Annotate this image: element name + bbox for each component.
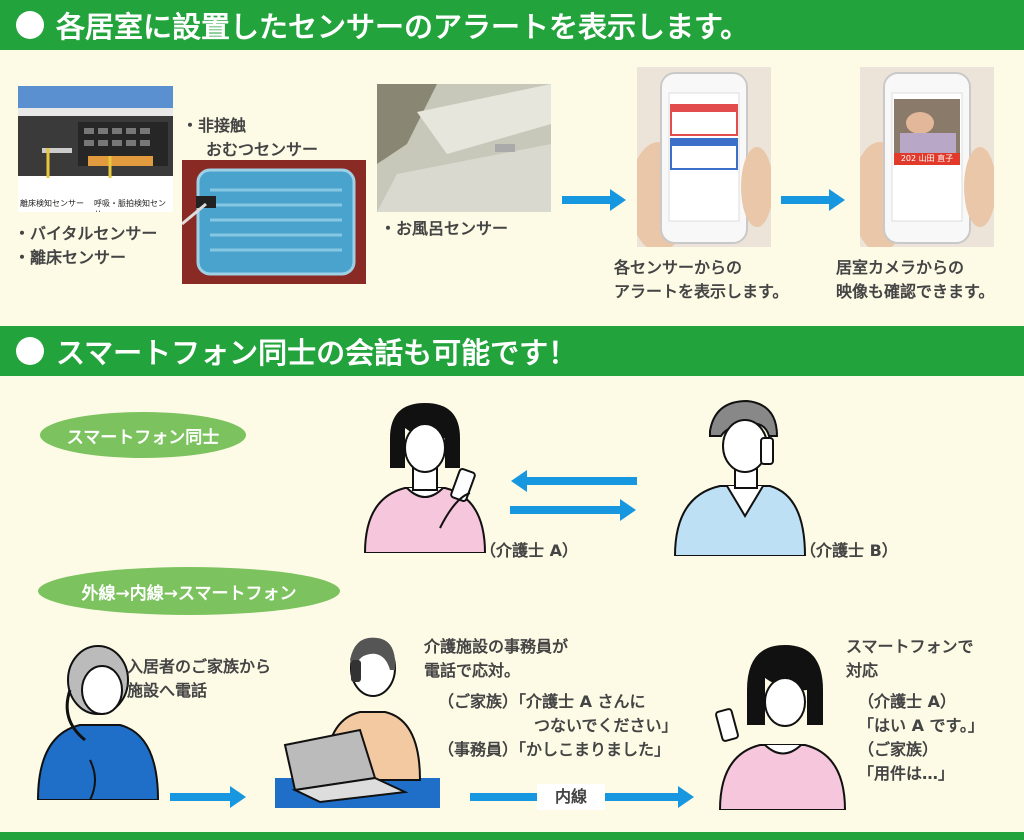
caregiver-b-label: （介護士 B） xyxy=(800,541,898,560)
response-dialog-line-1: （介護士 A） xyxy=(858,692,956,711)
dialog-line-3: （事務員）「かしこまりました」 xyxy=(438,740,671,759)
family-text: 入居者のご家族から 施設へ電話 xyxy=(127,655,271,703)
bullet-circle-icon xyxy=(16,11,44,39)
phone1-caption-line-1: 各センサーからの xyxy=(614,258,743,277)
camera-overlay-label: 202 山田 直子 xyxy=(894,153,960,165)
bed-caption: ・バイタルセンサー ・離床センサー xyxy=(14,222,157,270)
section1-header: 各居室に設置したセンサーのアラートを表示します。 xyxy=(0,0,1024,50)
alert-phone-photo xyxy=(637,67,771,247)
diaper-caption-line-1: ・非接触 xyxy=(182,116,247,135)
bath-caption: ・お風呂センサー xyxy=(380,219,509,238)
phone2-caption-line-1: 居室カメラからの xyxy=(836,258,965,277)
phone2-caption-line-2: 映像も確認できます。 xyxy=(836,282,995,301)
response-text-line-1: スマートフォンで xyxy=(846,637,974,656)
dialog-line-2: つないでください」 xyxy=(534,716,678,735)
section2-header: スマートフォン同士の会話も可能です！ xyxy=(0,326,1024,376)
family-text-line-1: 入居者のご家族から xyxy=(127,657,272,676)
arrow-right-icon xyxy=(562,189,626,211)
response-dialog: （介護士 A） 「はい A です。」 （ご家族） 「用件は…」 xyxy=(858,690,984,786)
diaper-sensor-photo xyxy=(182,160,366,284)
diaper-sensor-illustration xyxy=(182,160,366,284)
clerk-illustration xyxy=(275,637,440,808)
phone1-caption-line-2: アラートを表示します。 xyxy=(614,282,789,301)
bed-caption-line-1: ・バイタルセンサー xyxy=(14,224,158,243)
section2-title: スマートフォン同士の会話も可能です！ xyxy=(56,336,578,370)
alert-phone-illustration xyxy=(637,67,771,247)
camera-phone-photo: 202 山田 直子 xyxy=(860,67,994,247)
arrow-right-icon xyxy=(170,786,246,808)
arrow-right-icon xyxy=(781,189,845,211)
diaper-caption: ・非接触 おむつセンサー xyxy=(182,114,318,162)
phone2-caption: 居室カメラからの 映像も確認できます。 xyxy=(836,256,994,304)
bed-exit-sensor-label: 離床検知センサー xyxy=(20,198,84,209)
arrow-right-icon xyxy=(510,499,636,521)
caregiver-a-response-illustration xyxy=(715,645,847,810)
clerk-text-line-2: 電話で応対。 xyxy=(424,661,521,680)
clerk-text-line-1: 介護施設の事務員が xyxy=(424,637,569,656)
phone1-caption: 各センサーからの アラートを表示します。 xyxy=(614,256,788,304)
response-dialog-line-4: 「用件は…」 xyxy=(858,764,955,783)
family-member-illustration xyxy=(36,645,160,800)
diaper-caption-line-2: おむつセンサー xyxy=(206,140,319,159)
caregiver-a-illustration xyxy=(363,403,487,553)
response-text-line-2: 対応 xyxy=(846,661,879,680)
response-dialog-line-2: 「はい A です。」 xyxy=(858,716,984,735)
bullet-circle-icon xyxy=(16,337,44,365)
response-text: スマートフォンで 対応 xyxy=(846,635,974,683)
bed-sensor-photo: 離床検知センサー 呼吸・脈拍検知センサー xyxy=(18,86,173,212)
bottom-border xyxy=(0,832,1024,840)
dialog-line-1: （ご家族）「介護士 A さんに xyxy=(438,692,646,711)
extension-label: 内線 xyxy=(537,784,605,810)
bath-sensor-photo xyxy=(377,84,551,212)
bath-sensor-illustration xyxy=(377,84,551,212)
caregiver-b-illustration xyxy=(673,399,807,556)
response-dialog-line-3: （ご家族） xyxy=(858,740,939,759)
family-text-line-2: 施設へ電話 xyxy=(127,681,208,700)
clerk-dialog: （ご家族）「介護士 A さんに つないでください」 （事務員）「かしこまりました… xyxy=(438,690,678,762)
arrow-left-icon xyxy=(511,470,637,492)
section1-title: 各居室に設置したセンサーのアラートを表示します。 xyxy=(56,10,750,44)
bed-caption-line-2: ・離床センサー xyxy=(14,248,127,267)
outside-line-pill: 外線→内線→スマートフォン xyxy=(38,567,340,615)
bed-sensor-illustration xyxy=(18,86,173,212)
smartphone-to-smartphone-pill: スマートフォン同士 xyxy=(40,412,246,458)
vital-sensor-label: 呼吸・脈拍検知センサー xyxy=(94,198,173,212)
clerk-text: 介護施設の事務員が 電話で応対。 xyxy=(424,635,568,683)
caregiver-a-label: （介護士 A） xyxy=(480,541,578,560)
